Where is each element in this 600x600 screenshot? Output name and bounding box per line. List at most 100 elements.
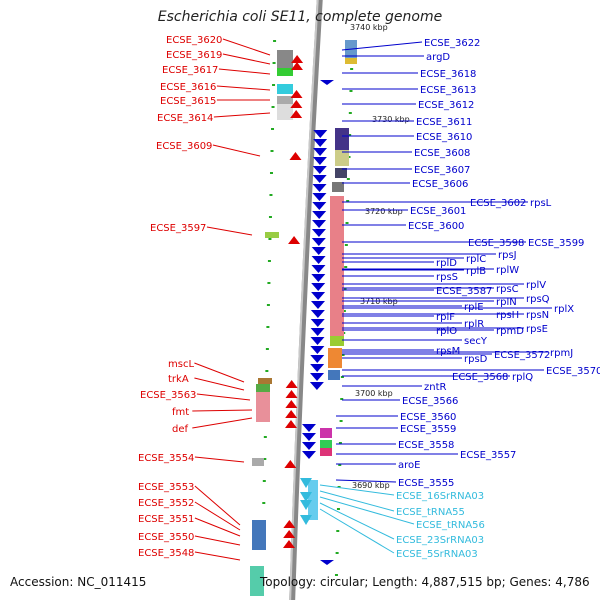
- right-gene-label-rpld: rplD: [436, 258, 457, 269]
- track-tick-right: [346, 178, 350, 180]
- track-tick-left: [265, 348, 269, 350]
- reverse-gene-arrow: [302, 442, 316, 450]
- right-gene-label-ecse-3558: ECSE_3558: [398, 440, 454, 451]
- reverse-gene-arrow: [302, 424, 316, 432]
- rna-gene-connector: [319, 490, 395, 512]
- feature-block-right: [320, 448, 332, 456]
- rna-gene-connector: [319, 484, 395, 496]
- right-gene-label-ecse-3613: ECSE_3613: [420, 85, 476, 96]
- reverse-gene-arrow: [302, 433, 316, 441]
- left-gene-connector: [222, 38, 271, 56]
- forward-gene-arrow: [283, 530, 296, 538]
- right-gene-label-rpsh: rpsH: [496, 310, 519, 321]
- forward-gene-arrow: [285, 380, 298, 388]
- track-tick-right: [334, 574, 338, 576]
- track-tick-left: [271, 128, 275, 130]
- feature-block-left: [277, 96, 293, 104]
- track-tick-right: [343, 288, 347, 290]
- left-gene-connector: [216, 85, 271, 91]
- track-tick-left: [262, 502, 266, 504]
- left-gene-label-ecse-3615: ECSE_3615: [160, 96, 216, 107]
- rna-gene-connector: [319, 508, 395, 554]
- right-gene-label-ecse-3610: ECSE_3610: [416, 132, 472, 143]
- left-gene-connector: [213, 112, 271, 118]
- right-gene-label-rplf: rplF: [436, 312, 455, 323]
- forward-gene-arrow: [284, 460, 297, 468]
- feature-block-left: [256, 384, 270, 392]
- track-tick-right: [340, 376, 344, 378]
- track-tick-right: [338, 442, 342, 444]
- reverse-gene-arrow: [310, 373, 325, 381]
- track-tick-left: [263, 436, 267, 438]
- right-gene-connector: [341, 41, 423, 51]
- rna-gene-connector: [319, 496, 415, 525]
- reverse-gene-arrow: [311, 229, 326, 237]
- left-gene-label-ecse-3550: ECSE_3550: [138, 532, 194, 543]
- left-gene-label-ecse-3563: ECSE_3563: [140, 390, 196, 401]
- right-gene-label-ecse-3557: ECSE_3557: [460, 450, 516, 461]
- track-tick-right: [335, 552, 339, 554]
- right-gene-label-ecse-3618: ECSE_3618: [420, 69, 476, 80]
- track-tick-right: [350, 68, 354, 70]
- track-tick-left: [267, 282, 271, 284]
- feature-block-right: [320, 440, 332, 448]
- right-gene-label-rpsj: rpsJ: [498, 250, 517, 261]
- reverse-gene-arrow: [311, 274, 326, 282]
- map-title: Escherichia coli SE11, complete genome: [157, 9, 443, 25]
- reverse-gene-arrow: [310, 310, 325, 318]
- right-gene-label-secy: secY: [464, 336, 488, 347]
- left-gene-label-ecse-3616: ECSE_3616: [160, 82, 216, 93]
- feature-block-left: [277, 68, 293, 76]
- kbp-scale-label: 3740 kbp: [350, 23, 388, 32]
- reverse-gene-arrow: [310, 346, 325, 354]
- track-tick-left: [268, 216, 272, 218]
- left-gene-label-ecse-3614: ECSE_3614: [157, 113, 213, 124]
- reverse-gene-arrow: [320, 80, 334, 85]
- topology-text: Topology: circular; Length: 4,887,515 bp…: [260, 575, 590, 589]
- reverse-gene-arrow: [311, 238, 326, 246]
- right-gene-label-ecse-3587: ECSE_3587: [436, 286, 492, 297]
- right-gene-label-ecse-3559: ECSE_3559: [400, 424, 456, 435]
- track-tick-left: [265, 370, 269, 372]
- reverse-gene-arrow: [311, 283, 326, 291]
- left-gene-connector: [194, 501, 241, 531]
- right-gene-label-rpss: rpsS: [436, 272, 458, 283]
- left-gene-label-ecse-3551: ECSE_3551: [138, 514, 194, 525]
- feature-block-right: [308, 480, 318, 520]
- track-tick-left: [269, 194, 273, 196]
- right-gene-label-rplq: rplQ: [512, 372, 533, 383]
- left-gene-label-ecse-3548: ECSE_3548: [138, 548, 194, 559]
- reverse-gene-arrow: [313, 130, 328, 138]
- track-tick-right: [337, 486, 341, 488]
- rna-gene-arrow: [300, 500, 312, 510]
- feature-block-left: [277, 104, 293, 120]
- track-tick-right: [340, 398, 344, 400]
- track-tick-left: [262, 480, 266, 482]
- track-tick-right: [346, 200, 350, 202]
- reverse-gene-arrow: [313, 139, 328, 147]
- track-tick-right: [336, 530, 340, 532]
- kbp-scale-label: 3730 kbp: [372, 115, 410, 124]
- track-tick-left: [272, 62, 276, 64]
- forward-gene-arrow: [285, 410, 298, 418]
- reverse-gene-arrow: [312, 184, 327, 192]
- right-gene-label-ecse-3598: ECSE_3598: [468, 238, 524, 249]
- forward-gene-arrow: [291, 55, 304, 63]
- rna-gene-connector: [319, 502, 395, 540]
- right-gene-label-ecse-3570: ECSE_3570: [546, 366, 600, 377]
- reverse-gene-arrow: [302, 451, 316, 459]
- track-tick-right: [344, 244, 348, 246]
- right-gene-label-ecse-3560: ECSE_3560: [400, 412, 456, 423]
- feature-block-right: [332, 182, 344, 192]
- rna-gene-label-ecse-trna56: ECSE_tRNA56: [416, 520, 485, 531]
- feature-block-left: [252, 458, 264, 466]
- left-gene-label-ecse-3619: ECSE_3619: [166, 50, 222, 61]
- right-gene-label-rplw: rplW: [496, 265, 519, 276]
- forward-gene-arrow: [290, 100, 303, 108]
- left-gene-label-ecse-3554: ECSE_3554: [138, 453, 194, 464]
- track-tick-right: [336, 508, 340, 510]
- left-gene-label-ecse-3552: ECSE_3552: [138, 498, 194, 509]
- feature-block-left: [265, 232, 279, 238]
- track-tick-right: [342, 310, 346, 312]
